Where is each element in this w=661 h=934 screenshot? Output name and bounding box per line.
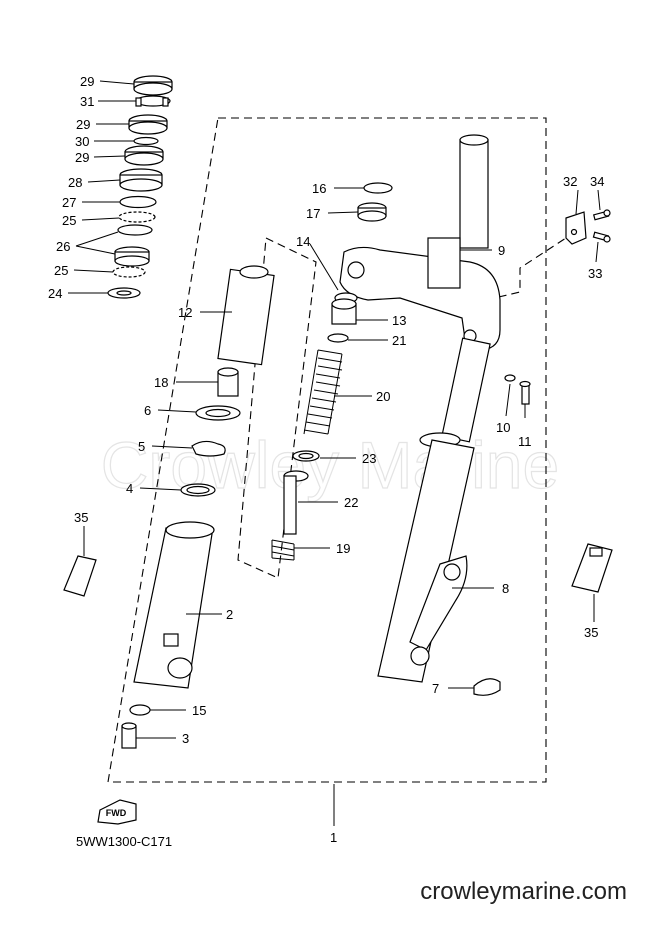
callout-29: 29	[80, 74, 94, 89]
assembly-outline	[107, 117, 547, 783]
callout-26: 26	[56, 239, 70, 254]
fwd-label: FWD	[106, 808, 127, 818]
callout-numbers: 29 31 29 30 29 28 27 25 26 25 24 16 17 1…	[48, 74, 604, 845]
callout-5: 5	[138, 439, 145, 454]
callout-25: 25	[62, 213, 76, 228]
damper-group-outline	[237, 237, 317, 579]
steering-head-stack	[107, 75, 173, 299]
callout-29: 29	[75, 150, 89, 165]
bolt-33	[592, 231, 611, 243]
callout-17: 17	[306, 206, 320, 221]
callout-34: 34	[590, 174, 604, 189]
callout-7: 7	[432, 681, 439, 696]
steering-column	[339, 134, 501, 351]
fork-right	[377, 337, 491, 683]
website-text: crowleymarine.com	[420, 878, 627, 905]
callout-27: 27	[62, 195, 76, 210]
callout-14: 14	[296, 234, 310, 249]
ring-23	[292, 450, 320, 462]
cap-17	[357, 202, 387, 222]
callout-30: 30	[75, 134, 89, 149]
ring-4	[180, 483, 216, 497]
callout-11: 11	[518, 434, 532, 449]
washer-10	[504, 374, 516, 382]
washer-21	[327, 333, 349, 343]
bracket-32	[565, 211, 587, 245]
bolt-3	[121, 722, 137, 749]
callout-20: 20	[376, 389, 390, 404]
callout-16: 16	[312, 181, 326, 196]
callout-1: 1	[330, 830, 337, 845]
callout-35: 35	[74, 510, 88, 525]
callout-31: 31	[80, 94, 94, 109]
spacer-18	[217, 367, 239, 397]
spring-20	[303, 349, 343, 435]
callout-10: 10	[496, 420, 510, 435]
outer-tube-2	[133, 521, 215, 689]
clip-5	[191, 440, 226, 457]
label-7	[473, 678, 501, 696]
diagram-code: 5WW1300-C171	[76, 834, 172, 849]
callout-22: 22	[344, 495, 358, 510]
callout-18: 18	[154, 375, 168, 390]
callout-9: 9	[498, 243, 505, 258]
leader-lines	[68, 80, 601, 826]
label-35-right	[571, 543, 613, 593]
bracket-link	[485, 237, 567, 301]
inner-tube-12	[217, 265, 275, 366]
callout-28: 28	[68, 175, 82, 190]
callout-13: 13	[392, 313, 406, 328]
callout-8: 8	[502, 581, 509, 596]
callout-12: 12	[178, 305, 192, 320]
spring-19	[271, 539, 295, 561]
rod-22	[283, 470, 309, 535]
bolt-34	[592, 209, 611, 221]
fwd-arrow-icon: FWD	[97, 799, 137, 825]
washer-15	[129, 704, 151, 716]
callout-33: 33	[588, 266, 602, 281]
callout-25: 25	[54, 263, 68, 278]
callout-15: 15	[192, 703, 206, 718]
callout-3: 3	[182, 731, 189, 746]
collar-13	[331, 298, 357, 325]
label-35-left	[63, 555, 97, 597]
bolt-11	[519, 380, 531, 405]
callout-35: 35	[584, 625, 598, 640]
callout-21: 21	[392, 333, 406, 348]
callout-2: 2	[226, 607, 233, 622]
callout-24: 24	[48, 286, 62, 301]
callout-32: 32	[563, 174, 577, 189]
callout-19: 19	[336, 541, 350, 556]
watermark-text: Crowley Marine	[101, 428, 559, 502]
callout-23: 23	[362, 451, 376, 466]
cap-16	[363, 182, 393, 194]
callout-29: 29	[76, 117, 90, 132]
oil-seal-6	[195, 405, 241, 421]
callout-4: 4	[126, 481, 133, 496]
callout-6: 6	[144, 403, 151, 418]
